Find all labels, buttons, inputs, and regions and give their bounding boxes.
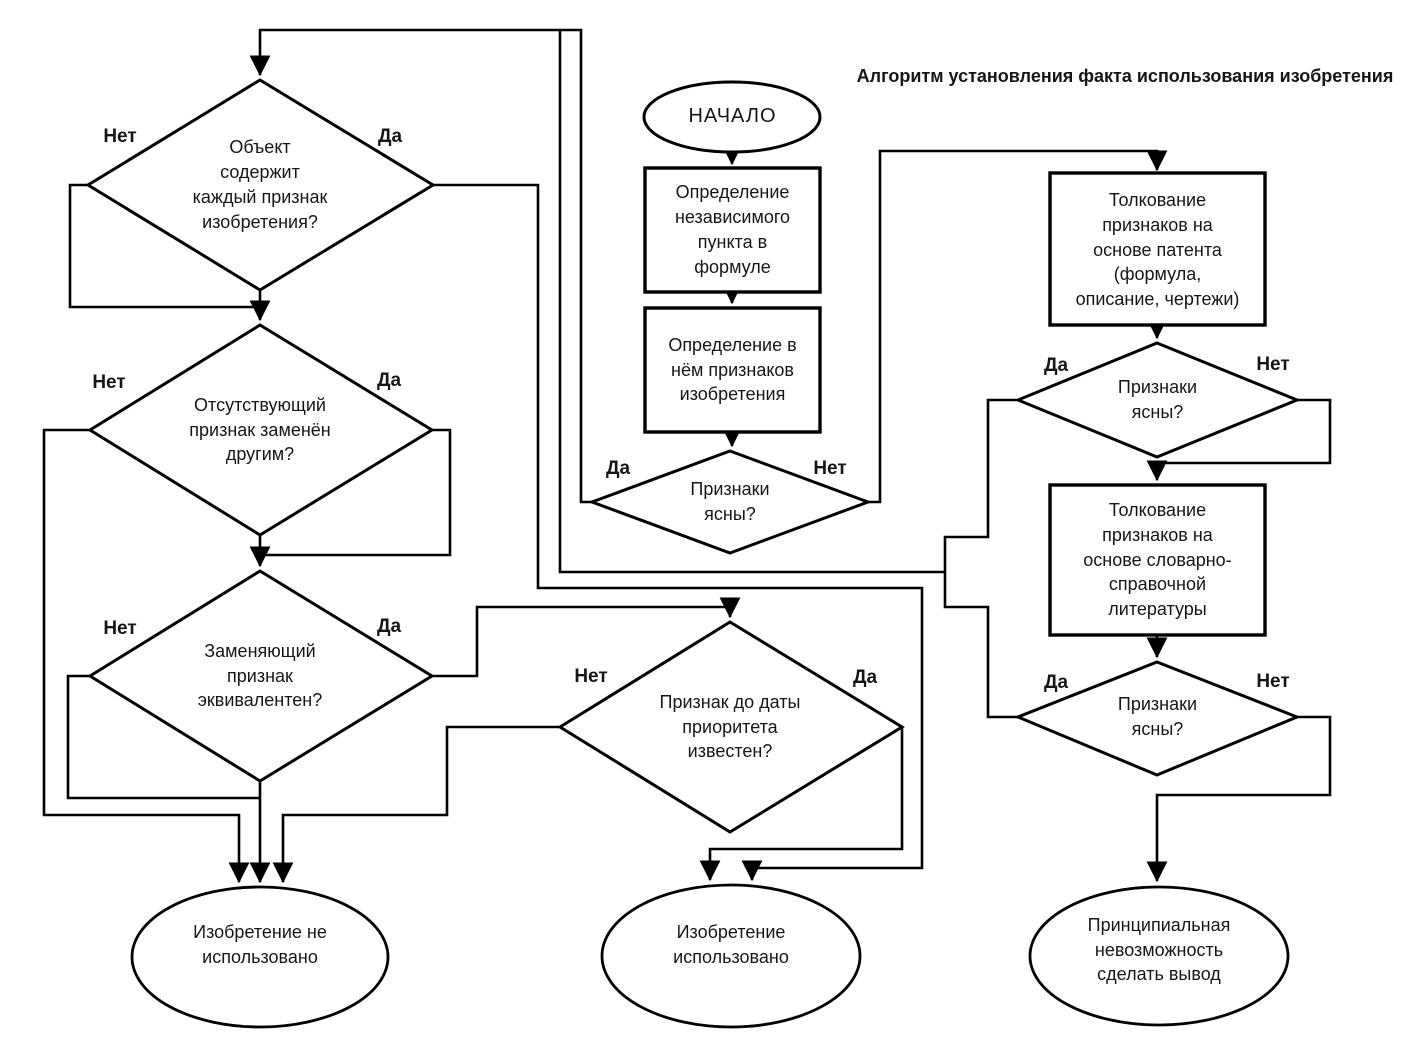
branch-clear-patent-yes: Да — [1043, 354, 1069, 376]
edge-clear-dictionary-no-to-no-conclusion — [1146, 715, 1332, 883]
define-features-shape — [643, 306, 822, 434]
node-clear-dictionary-label: Признаки ясны? — [1117, 694, 1198, 739]
edge-clear-patent-yes — [943, 398, 1018, 572]
clear-main-shape — [587, 449, 873, 555]
interpret-patent-shape — [1048, 171, 1267, 327]
missing-replaced-shape — [87, 323, 435, 537]
edge-feature-known-yes-to-used — [699, 727, 904, 882]
no-conclusion-terminator-shape — [1028, 885, 1290, 1027]
node-feature-known-label: Признак до даты приоритета известен? — [659, 691, 801, 762]
node-shapes — [85, 78, 1302, 1029]
node-clear-patent-label: Признаки ясны? — [1117, 377, 1198, 422]
edge-feature-known-no-to-not-used — [272, 725, 560, 884]
branch-clear-main-no: Нет — [813, 457, 847, 479]
branch-clear-main-yes: Да — [605, 457, 631, 479]
edge-replacing-equivalent-no — [66, 674, 260, 800]
edge-clear-patent-no-to-interpret-dictionary — [1146, 398, 1332, 482]
node-object-contains-label: Объект содержит каждый признак изобретен… — [192, 137, 328, 232]
node-not-used-label: Изобретение не использовано — [193, 922, 327, 967]
page-title: Алгоритм установления факта использовани… — [856, 65, 1394, 86]
branch-missing-replaced-yes: Да — [376, 369, 402, 391]
node-define-claim-label: Определение независимого пункта в формул… — [674, 182, 791, 277]
used-terminator-shape — [600, 883, 862, 1029]
clear-dictionary-shape — [1014, 660, 1302, 777]
node-interpret-patent-label: Толкование признаков на основе патента (… — [1075, 189, 1240, 310]
branch-clear-dictionary-no: Нет — [1256, 670, 1290, 692]
node-interpret-dictionary-label: Толкование признаков на основе словарно-… — [1083, 499, 1232, 620]
branch-missing-replaced-no: Нет — [92, 371, 126, 393]
branch-feature-known-yes: Да — [852, 666, 878, 688]
start-terminator-shape — [642, 80, 822, 154]
connectors — [42, 28, 1332, 884]
node-used-label: Изобретение использовано — [673, 922, 789, 967]
edge-return-west — [558, 30, 945, 574]
define-claim-shape — [643, 166, 822, 294]
edge-missing-replaced-yes — [260, 428, 452, 557]
branch-replacing-equivalent-yes: Да — [376, 615, 402, 637]
branch-object-contains-no: Нет — [103, 125, 137, 147]
branch-feature-known-no: Нет — [574, 665, 608, 687]
edge-object-contains-no — [68, 183, 260, 309]
node-start-label: НАЧАЛО — [688, 105, 777, 128]
edge-object-contains-yes-to-used — [433, 183, 924, 882]
not-used-terminator-shape — [130, 885, 390, 1029]
node-define-features-label: Определение в нём признаков изобретения — [668, 334, 797, 405]
branch-clear-dictionary-yes: Да — [1043, 671, 1069, 693]
replacing-equivalent-shape — [87, 569, 435, 783]
object-contains-shape — [85, 78, 436, 292]
feature-known-shape — [557, 620, 905, 834]
clear-patent-shape — [1014, 341, 1301, 459]
interpret-dictionary-shape — [1048, 483, 1267, 637]
node-missing-replaced-label: Отсутствующий признак заменён другим? — [189, 394, 331, 465]
node-replacing-equivalent-label: Заменяющий признак эквивалентен? — [197, 640, 323, 711]
branch-clear-patent-no: Нет — [1256, 353, 1290, 375]
branch-object-contains-yes: Да — [377, 125, 403, 147]
node-clear-main-label: Признаки ясны? — [690, 479, 770, 524]
edge-clear-dictionary-yes — [943, 572, 1018, 719]
edge-missing-replaced-no-to-not-used — [42, 428, 250, 884]
edge-replacing-equivalent-yes-to-feature-known — [432, 597, 741, 678]
node-no-conclusion-label: Принципиальная невозможность сделать выв… — [1087, 914, 1231, 985]
branch-replacing-equivalent-no: Нет — [103, 617, 137, 639]
edge-clear-main-no-to-interpret-patent — [868, 149, 1168, 504]
edge-clear-main-yes-loop — [249, 28, 592, 504]
